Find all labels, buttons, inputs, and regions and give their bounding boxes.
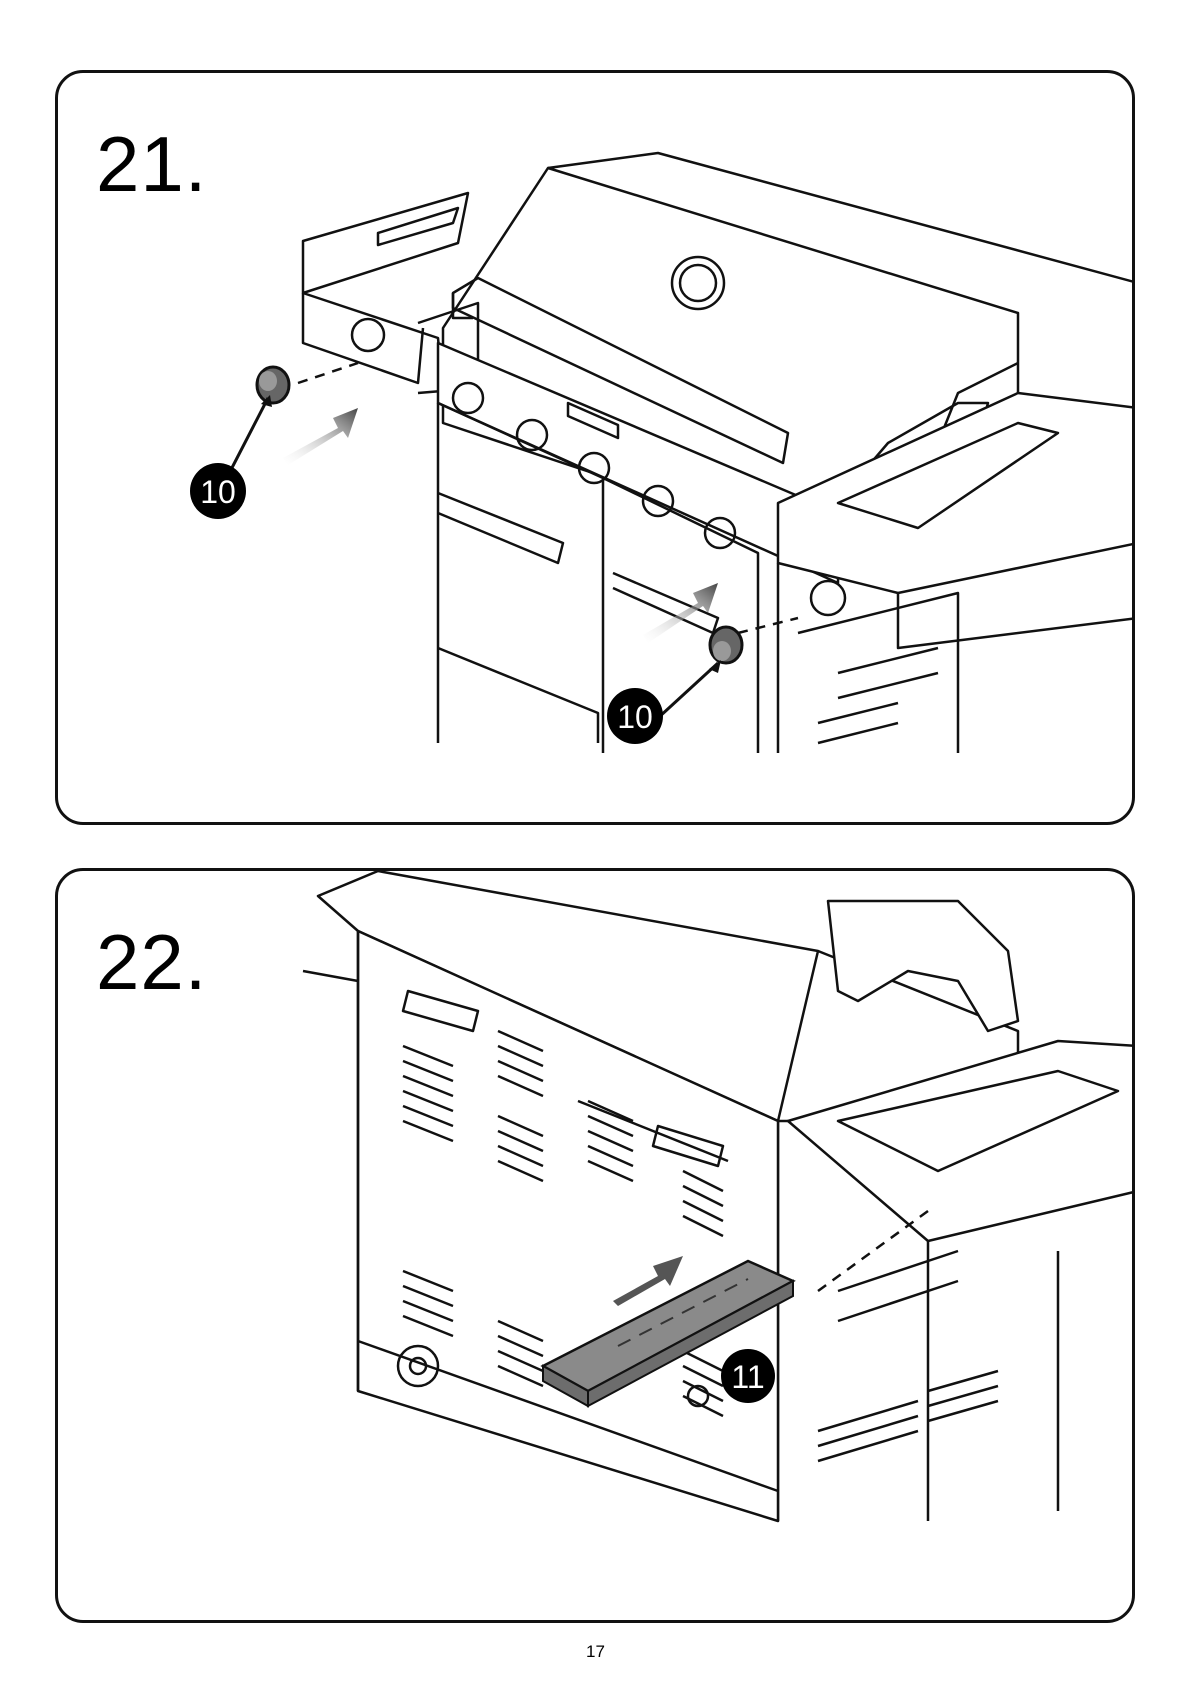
grill-rear-illustration: 11 [58,871,1135,1623]
svg-text:10: 10 [617,699,653,735]
step-22-panel: 22. [55,868,1135,1623]
callout-part-11: 11 [721,1349,775,1403]
page-number: 17 [0,1642,1191,1662]
grill-front-illustration: 10 10 [58,73,1135,825]
step-21-panel: 21. [55,70,1135,825]
callout-part-10-left: 10 [190,463,246,519]
callout-part-10-right: 10 [607,688,663,744]
svg-text:10: 10 [200,474,236,510]
svg-text:11: 11 [731,1359,764,1395]
